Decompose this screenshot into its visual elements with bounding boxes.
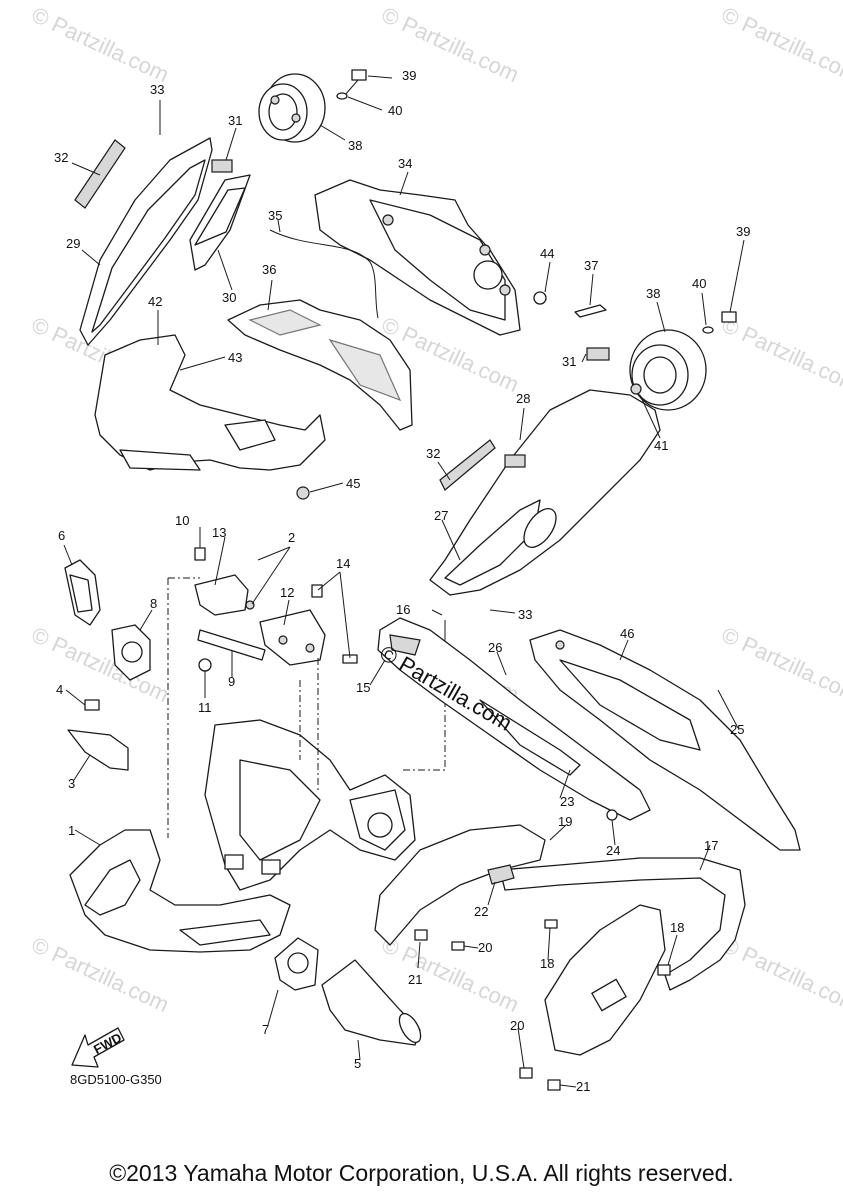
panel-30 bbox=[189, 174, 251, 271]
fwd-label: FWD bbox=[91, 1030, 124, 1057]
lower-cowl-1 bbox=[69, 829, 291, 953]
callout-28: 28 bbox=[516, 391, 530, 406]
callout-2: 2 bbox=[288, 530, 295, 545]
callout-34: 34 bbox=[398, 156, 412, 171]
side-cover-29 bbox=[74, 137, 233, 346]
diagram-code: 8GD5100-G350 bbox=[70, 1072, 162, 1087]
callout-22: 22 bbox=[474, 904, 488, 919]
small-parts-right bbox=[533, 291, 610, 361]
callout-21a: 21 bbox=[408, 972, 422, 987]
duct-34 bbox=[314, 179, 521, 336]
bracket-8 bbox=[111, 624, 151, 681]
guard-6 bbox=[64, 559, 101, 626]
callout-24: 24 bbox=[606, 843, 620, 858]
callout-30: 30 bbox=[222, 290, 236, 305]
callout-39a: 39 bbox=[402, 68, 416, 83]
callout-17: 17 bbox=[704, 838, 718, 853]
callout-41: 41 bbox=[654, 438, 668, 453]
callout-35: 35 bbox=[268, 208, 282, 223]
callout-31b: 31 bbox=[562, 354, 576, 369]
callout-32a: 32 bbox=[54, 150, 68, 165]
callout-11: 11 bbox=[198, 700, 212, 715]
callout-31a: 31 bbox=[228, 113, 242, 128]
callout-labels: 1 2 3 4 5 6 7 8 9 10 11 12 13 14 15 16 1… bbox=[54, 68, 750, 1094]
watermark-text: © Partzilla.com bbox=[718, 312, 843, 397]
callout-33b: 33 bbox=[518, 607, 532, 622]
callout-29: 29 bbox=[66, 236, 80, 251]
watermark-text: © Partzilla.com bbox=[28, 622, 173, 707]
shroud-46 bbox=[529, 629, 801, 851]
callout-3: 3 bbox=[68, 776, 75, 791]
callout-40a: 40 bbox=[388, 103, 402, 118]
callout-46: 46 bbox=[620, 626, 634, 641]
callout-44: 44 bbox=[540, 246, 554, 261]
callout-15: 15 bbox=[356, 680, 370, 695]
side-panel-19 bbox=[544, 904, 666, 1056]
callout-36: 36 bbox=[262, 262, 276, 277]
callout-9: 9 bbox=[228, 674, 235, 689]
callout-10: 10 bbox=[175, 513, 189, 528]
callout-26: 26 bbox=[488, 640, 502, 655]
callout-20a: 20 bbox=[478, 940, 492, 955]
callout-37: 37 bbox=[584, 258, 598, 273]
callout-1: 1 bbox=[68, 823, 75, 838]
watermark-text: © Partzilla.com bbox=[378, 2, 523, 87]
callout-23: 23 bbox=[560, 794, 574, 809]
callout-38a: 38 bbox=[348, 138, 362, 153]
callout-27: 27 bbox=[434, 508, 448, 523]
callout-19: 19 bbox=[558, 814, 572, 829]
end-cap-38-top bbox=[258, 73, 326, 143]
watermark-text: © Partzilla.com bbox=[28, 2, 173, 87]
stay-3 bbox=[67, 699, 129, 771]
mesh-bracket-36 bbox=[227, 299, 413, 431]
callout-45: 45 bbox=[346, 476, 360, 491]
shroud-23 bbox=[377, 617, 651, 821]
callout-4: 4 bbox=[56, 682, 63, 697]
callout-20b: 20 bbox=[510, 1018, 524, 1033]
callout-39b: 39 bbox=[736, 224, 750, 239]
watermark-text: © Partzilla.com bbox=[378, 932, 523, 1017]
callout-8: 8 bbox=[150, 596, 157, 611]
bracket-13 bbox=[194, 547, 255, 616]
muffler-27 bbox=[429, 389, 661, 596]
bracket-7 bbox=[274, 937, 319, 991]
bolt-39-top bbox=[336, 69, 367, 100]
callout-21b: 21 bbox=[576, 1079, 590, 1094]
callout-18a: 18 bbox=[540, 956, 554, 971]
leader-lines bbox=[63, 75, 745, 1088]
watermark-text: © Partzilla.com bbox=[718, 932, 843, 1017]
frame-assembly bbox=[204, 719, 416, 891]
callout-14: 14 bbox=[336, 556, 350, 571]
bracket-12 bbox=[259, 584, 358, 666]
copyright-notice: ©2013 Yamaha Motor Corporation, U.S.A. A… bbox=[109, 1160, 734, 1186]
callout-33a: 33 bbox=[150, 82, 164, 97]
callout-18b: 18 bbox=[670, 920, 684, 935]
callout-7: 7 bbox=[262, 1022, 269, 1037]
callout-25: 25 bbox=[730, 722, 744, 737]
callout-32b: 32 bbox=[426, 446, 440, 461]
callout-5: 5 bbox=[354, 1056, 361, 1071]
end-cap-38-right bbox=[629, 311, 737, 411]
bumper-19 bbox=[374, 824, 546, 946]
duct-5 bbox=[321, 959, 422, 1046]
watermark-text: © Partzilla.com bbox=[718, 2, 843, 87]
callout-12: 12 bbox=[280, 585, 294, 600]
lower-duct-42 bbox=[94, 334, 326, 500]
callout-16: 16 bbox=[396, 602, 410, 617]
callout-43: 43 bbox=[228, 350, 242, 365]
fwd-arrow-icon: FWD bbox=[71, 1027, 125, 1068]
callout-38b: 38 bbox=[646, 286, 660, 301]
watermark-text: © Partzilla.com bbox=[718, 622, 843, 707]
hose-35 bbox=[269, 229, 379, 319]
callout-6: 6 bbox=[58, 528, 65, 543]
bumper-17 bbox=[499, 857, 746, 991]
callout-40b: 40 bbox=[692, 276, 706, 291]
callout-42: 42 bbox=[148, 294, 162, 309]
callout-13: 13 bbox=[212, 525, 226, 540]
